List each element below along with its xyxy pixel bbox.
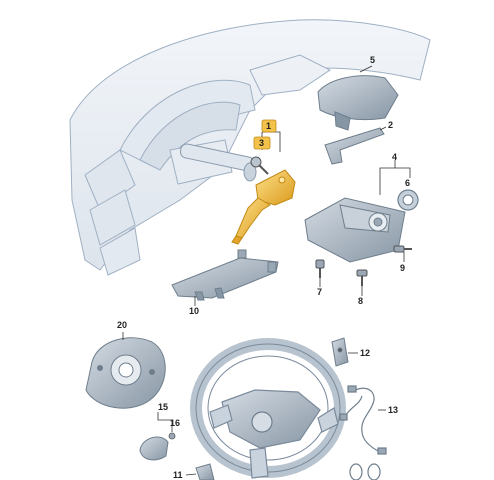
callout-11: 11	[173, 470, 183, 480]
cable-loops	[349, 463, 381, 480]
part-11-switch	[195, 463, 215, 480]
part-12-switch	[331, 337, 349, 367]
callout-10: 10	[189, 306, 200, 316]
part-16-screw	[168, 432, 176, 440]
callout-7: 7	[317, 287, 323, 297]
callout-4: 4	[392, 152, 398, 162]
part-2-clip	[324, 127, 385, 165]
callout-6: 6	[405, 178, 411, 188]
part-10-mounting-plate	[171, 249, 279, 301]
dashboard-outline	[69, 19, 431, 276]
callout-15: 15	[158, 402, 169, 412]
callout-8: 8	[358, 296, 364, 306]
part-20-slip-ring	[85, 337, 166, 409]
part-4-lower-trim	[304, 197, 406, 263]
leader-5	[359, 65, 373, 73]
callout-5: 5	[370, 55, 376, 65]
part-13-wiring-harness	[339, 385, 387, 455]
steering-wheel	[190, 338, 346, 479]
callout-12: 12	[360, 348, 371, 358]
callout-1: 1	[266, 121, 272, 131]
callout-3: 3	[259, 138, 265, 148]
callout-13: 13	[388, 405, 399, 415]
part-1-stalk-switch	[231, 169, 296, 245]
leader-4-a	[379, 160, 396, 195]
leader-2	[379, 126, 387, 131]
part-7-screw	[315, 259, 325, 278]
callout-1-badge	[261, 119, 277, 133]
leader-15	[157, 412, 172, 421]
leader-4-b	[395, 167, 411, 178]
callout-2: 2	[388, 120, 394, 130]
part-3-screw	[250, 156, 269, 175]
part-8-screw	[356, 269, 368, 286]
steering-column-shaft	[179, 143, 257, 182]
part-6-ring	[397, 189, 419, 211]
callout-9: 9	[400, 263, 406, 273]
callout-16: 16	[170, 418, 181, 428]
part-16-knob	[139, 436, 169, 461]
leader-11	[185, 473, 197, 476]
part-9-screw	[393, 245, 412, 253]
part-5-upper-trim	[317, 75, 399, 131]
callout-20: 20	[117, 320, 128, 330]
callout-3-badge	[253, 136, 271, 150]
